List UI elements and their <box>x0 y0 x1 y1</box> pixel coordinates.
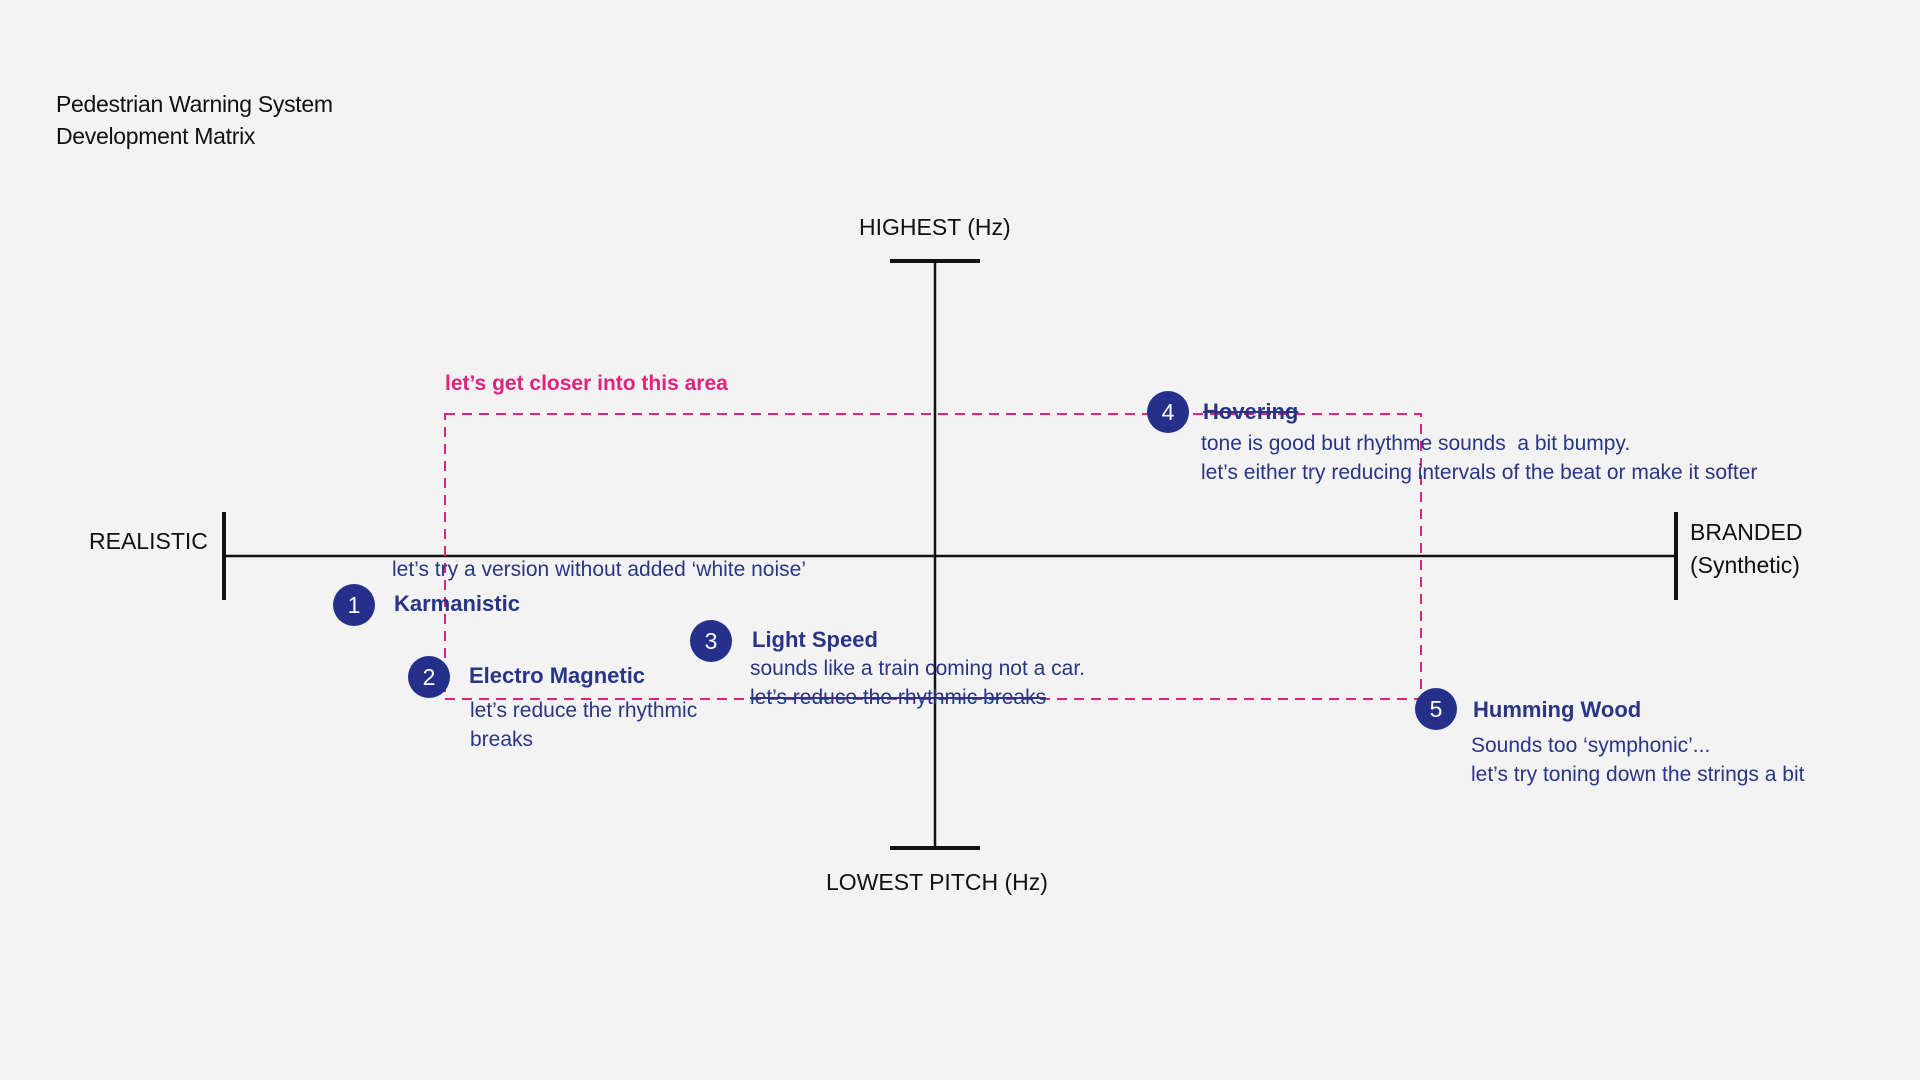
item-3-note: sounds like a train coming not a car. le… <box>750 654 1085 712</box>
item-1-name: Karmanistic <box>394 591 520 616</box>
item-3-badge: 3 <box>690 620 732 662</box>
item-4-name: Hovering <box>1203 399 1299 424</box>
item-3-note-line-2: let’s reduce the rhythmic breaks <box>750 686 1047 709</box>
item-4-badge: 4 <box>1147 391 1189 433</box>
item-5-badge: 5 <box>1415 688 1457 730</box>
item-2-name: Electro Magnetic <box>469 663 646 688</box>
axis-label-right-line-2: (Synthetic) <box>1690 552 1800 578</box>
target-region-label: let’s get closer into this area <box>445 372 728 395</box>
axis-label-top: HIGHEST (Hz) <box>859 214 1011 240</box>
title-line-2: Development Matrix <box>56 123 256 149</box>
item-2-badge: 2 <box>408 656 450 698</box>
item-3-name: Light Speed <box>752 627 878 652</box>
item-3-note-line-1: sounds like a train coming not a car. <box>750 657 1086 680</box>
axis-label-right-line-1: BRANDED <box>1690 519 1803 545</box>
axis-label-bottom: LOWEST PITCH (Hz) <box>826 869 1048 895</box>
title-line-1: Pedestrian Warning System <box>56 91 333 117</box>
item-2-note-line-1: let’s reduce the rhythmic <box>470 699 698 722</box>
item-2-note: let’s reduce the rhythmic breaks <box>470 696 697 754</box>
item-4-note: tone is good but rhythme sounds a bit bu… <box>1201 429 1757 487</box>
axis-label-left: REALISTIC <box>89 528 208 554</box>
page-title: Pedestrian Warning System Development Ma… <box>56 88 333 152</box>
item-5-note-line-2: let’s try toning down the strings a bit <box>1471 763 1805 786</box>
item-5-name: Humming Wood <box>1473 697 1642 722</box>
item-5-note-line-1: Sounds too ‘symphonic’... <box>1471 734 1711 757</box>
item-2-note-line-2: breaks <box>470 728 534 751</box>
item-4-note-line-1: tone is good but rhythme sounds a bit bu… <box>1201 432 1631 455</box>
item-5-note: Sounds too ‘symphonic’... let’s try toni… <box>1471 731 1804 789</box>
item-1-note: let’s try a version without added ‘white… <box>392 558 807 581</box>
item-4-note-line-2: let’s either try reducing intervals of t… <box>1201 461 1758 484</box>
item-1-badge: 1 <box>333 584 375 626</box>
axis-label-right: BRANDED (Synthetic) <box>1690 516 1802 582</box>
